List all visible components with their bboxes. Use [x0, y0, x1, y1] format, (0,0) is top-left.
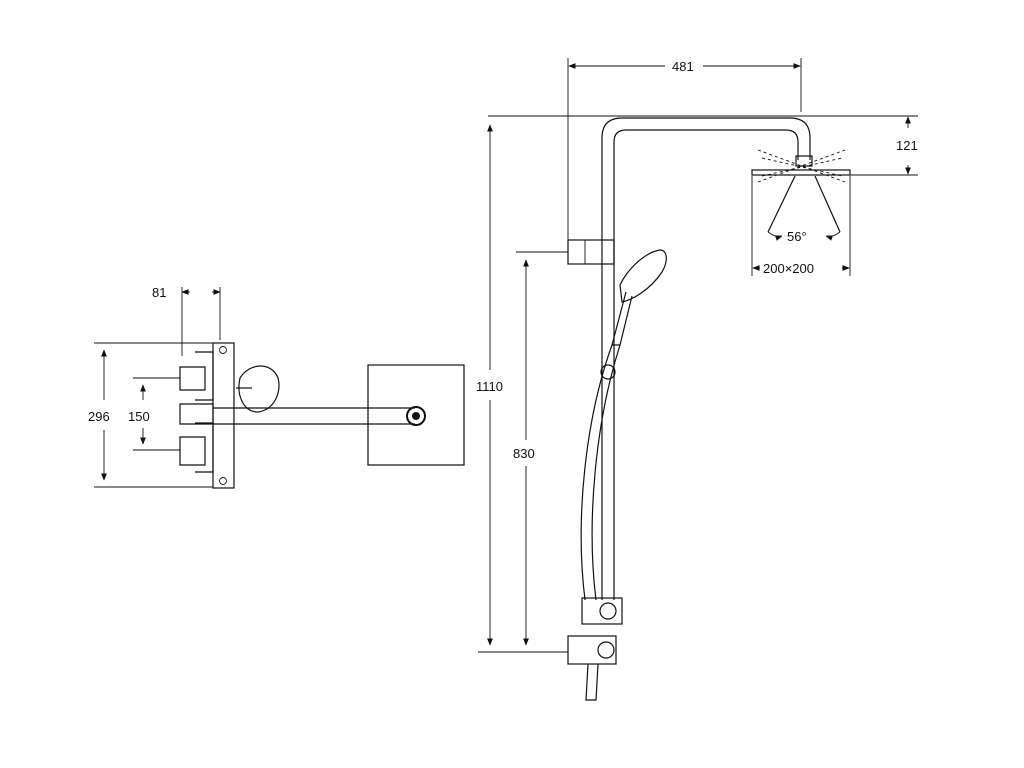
- diverter-fitting: [581, 597, 623, 625]
- wall-cover-plate: [367, 364, 465, 466]
- dimension-830: 830: [513, 251, 568, 646]
- dim-200x200-label: 200×200: [763, 261, 814, 276]
- dimension-200x200: 200×200: [751, 176, 851, 276]
- hand-shower-head: [619, 249, 667, 303]
- dim-1110-label: 1110: [476, 379, 503, 394]
- handshower-holder: [238, 365, 280, 413]
- dimension-81: 81: [152, 285, 221, 356]
- dim-150-label: 150: [128, 409, 150, 424]
- front-view-shower-column: [567, 117, 851, 701]
- upper-handle-block: [179, 366, 206, 391]
- dim-481-label: 481: [672, 59, 694, 74]
- outlet-connector: [567, 635, 617, 665]
- dim-830-label: 830: [513, 446, 535, 461]
- overhead-shower-head: [751, 169, 851, 176]
- dimension-1110: 1110: [476, 124, 568, 653]
- dimension-150: 150: [128, 377, 180, 451]
- dimension-56-degrees: 56°: [767, 229, 841, 244]
- dimension-296: 296: [88, 342, 213, 488]
- dim-296-label: 296: [88, 409, 110, 424]
- side-view-mixer: [179, 342, 426, 489]
- slider-bracket: [567, 239, 615, 265]
- wall-plate: [212, 342, 235, 489]
- dimension-121: 121: [488, 115, 918, 176]
- dimension-481: 481: [567, 58, 802, 245]
- riser-pipe-outer: [601, 117, 811, 600]
- dim-121-label: 121: [896, 138, 918, 153]
- dim-56-label: 56°: [787, 229, 807, 244]
- dim-81-label: 81: [152, 285, 166, 300]
- hose: [580, 344, 613, 601]
- lower-handle-block: [179, 436, 206, 466]
- outlet-pipe: [213, 407, 415, 425]
